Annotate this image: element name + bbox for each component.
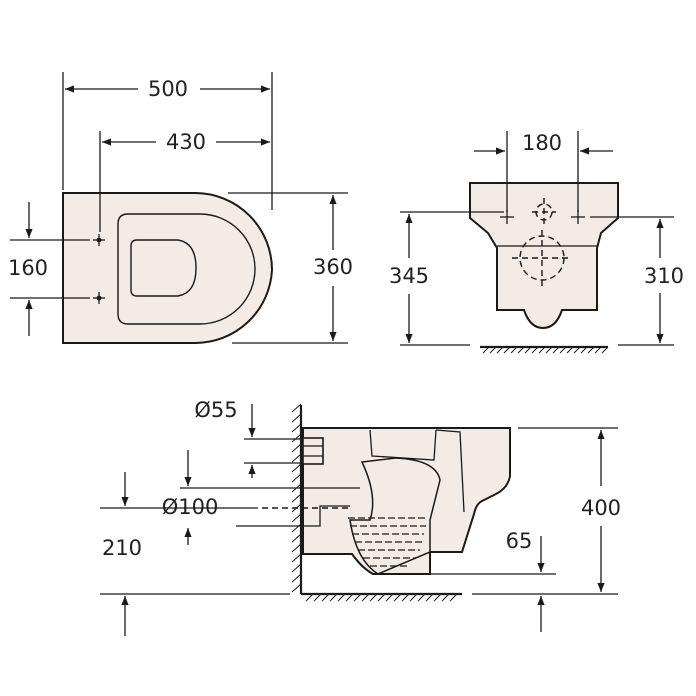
front-view: 180 345 310 bbox=[389, 131, 684, 354]
dim-fixing-to-front: 430 bbox=[166, 130, 206, 154]
top-view-bowl-outline bbox=[62, 192, 274, 345]
dim-fixing-spacing: 160 bbox=[8, 256, 48, 280]
side-floor-hatching bbox=[305, 593, 458, 602]
wall-hatching bbox=[291, 403, 302, 593]
front-fixing-hole-left bbox=[500, 210, 514, 224]
top-view-bowl-opening bbox=[130, 239, 197, 297]
side-view-inlet-connector bbox=[302, 437, 324, 465]
dim-overall-length: 500 bbox=[148, 77, 188, 101]
top-view-seat-outline bbox=[117, 213, 256, 325]
side-view-trap bbox=[349, 457, 441, 575]
front-view-inlet-mark bbox=[532, 198, 556, 226]
front-floor-hatching bbox=[482, 346, 609, 354]
dim-outlet-diameter: Ø100 bbox=[162, 495, 219, 519]
dim-front-fixing-width: 180 bbox=[522, 131, 562, 155]
top-fixing-hole-upper bbox=[93, 234, 105, 246]
dim-total-height: 345 bbox=[389, 264, 429, 288]
dim-rim-height: 400 bbox=[581, 496, 621, 520]
top-view: 500 430 160 360 bbox=[8, 72, 353, 345]
side-view-water-lines bbox=[348, 517, 428, 567]
dim-fixing-height: 310 bbox=[644, 264, 684, 288]
side-view: Ø55 Ø100 210 400 65 bbox=[100, 398, 621, 636]
top-fixing-hole-lower bbox=[93, 292, 105, 304]
dim-inlet-diameter: Ø55 bbox=[194, 398, 237, 422]
dim-outlet-height: 210 bbox=[102, 536, 142, 560]
front-view-body-outline bbox=[469, 182, 619, 330]
dim-overall-width: 360 bbox=[313, 255, 353, 279]
dim-water-level: 65 bbox=[506, 529, 533, 553]
front-fixing-hole-right bbox=[571, 210, 585, 224]
